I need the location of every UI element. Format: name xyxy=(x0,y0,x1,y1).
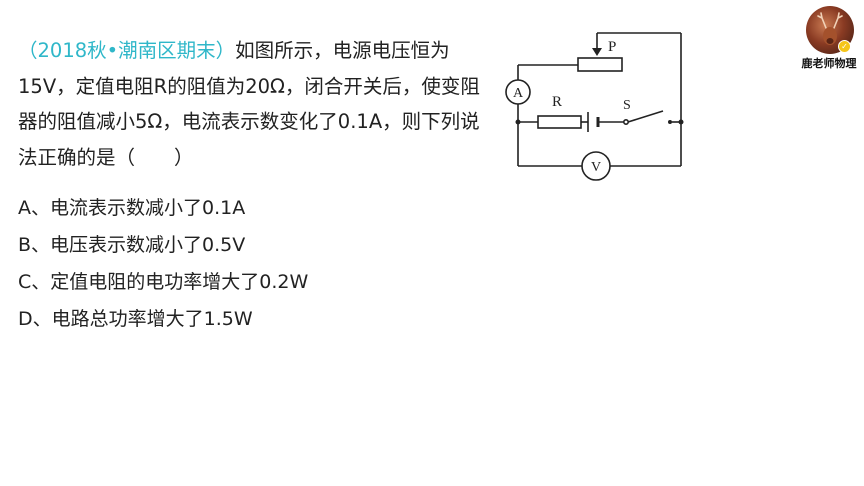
channel-name: 鹿老师物理 xyxy=(801,57,857,70)
rheostat xyxy=(577,57,623,72)
label-s: S xyxy=(623,98,631,113)
slider-arrow xyxy=(592,48,602,56)
switch-blade xyxy=(627,110,664,123)
option-c[interactable]: C、定值电阻的电功率增大了0.2W xyxy=(18,271,309,293)
circuit-diagram: P R S A V xyxy=(505,32,684,181)
junction-left xyxy=(515,119,521,125)
ammeter xyxy=(505,79,531,105)
question-source: （2018秋•潮南区期末） xyxy=(18,39,236,62)
question-text: （2018秋•潮南区期末）如图所示，电源电压恒为15V，定值电阻R的阻值为20Ω… xyxy=(18,33,493,175)
label-p: P xyxy=(608,39,616,55)
deer-icon xyxy=(817,12,843,45)
check-badge-icon: ✓ xyxy=(838,40,851,53)
label-voltmeter: V xyxy=(591,160,601,175)
voltmeter xyxy=(581,151,611,181)
option-b[interactable]: B、电压表示数减小了0.5V xyxy=(18,234,246,256)
resistor xyxy=(537,115,582,129)
option-a[interactable]: A、电流表示数减小了0.1A xyxy=(18,197,246,219)
label-ammeter: A xyxy=(513,86,524,101)
option-d[interactable]: D、电路总功率增大了1.5W xyxy=(18,308,253,330)
switch-contact-right xyxy=(668,120,672,124)
junction-right xyxy=(678,119,684,125)
question-body: 如图所示，电源电压恒为15V，定值电阻R的阻值为20Ω，闭合开关后，使变阻器的阻… xyxy=(18,39,480,169)
options-list: A、电流表示数减小了0.1A B、电压表示数减小了0.5V C、定值电阻的电功率… xyxy=(18,190,308,338)
switch-contact-left xyxy=(623,119,630,126)
label-r: R xyxy=(552,94,562,110)
